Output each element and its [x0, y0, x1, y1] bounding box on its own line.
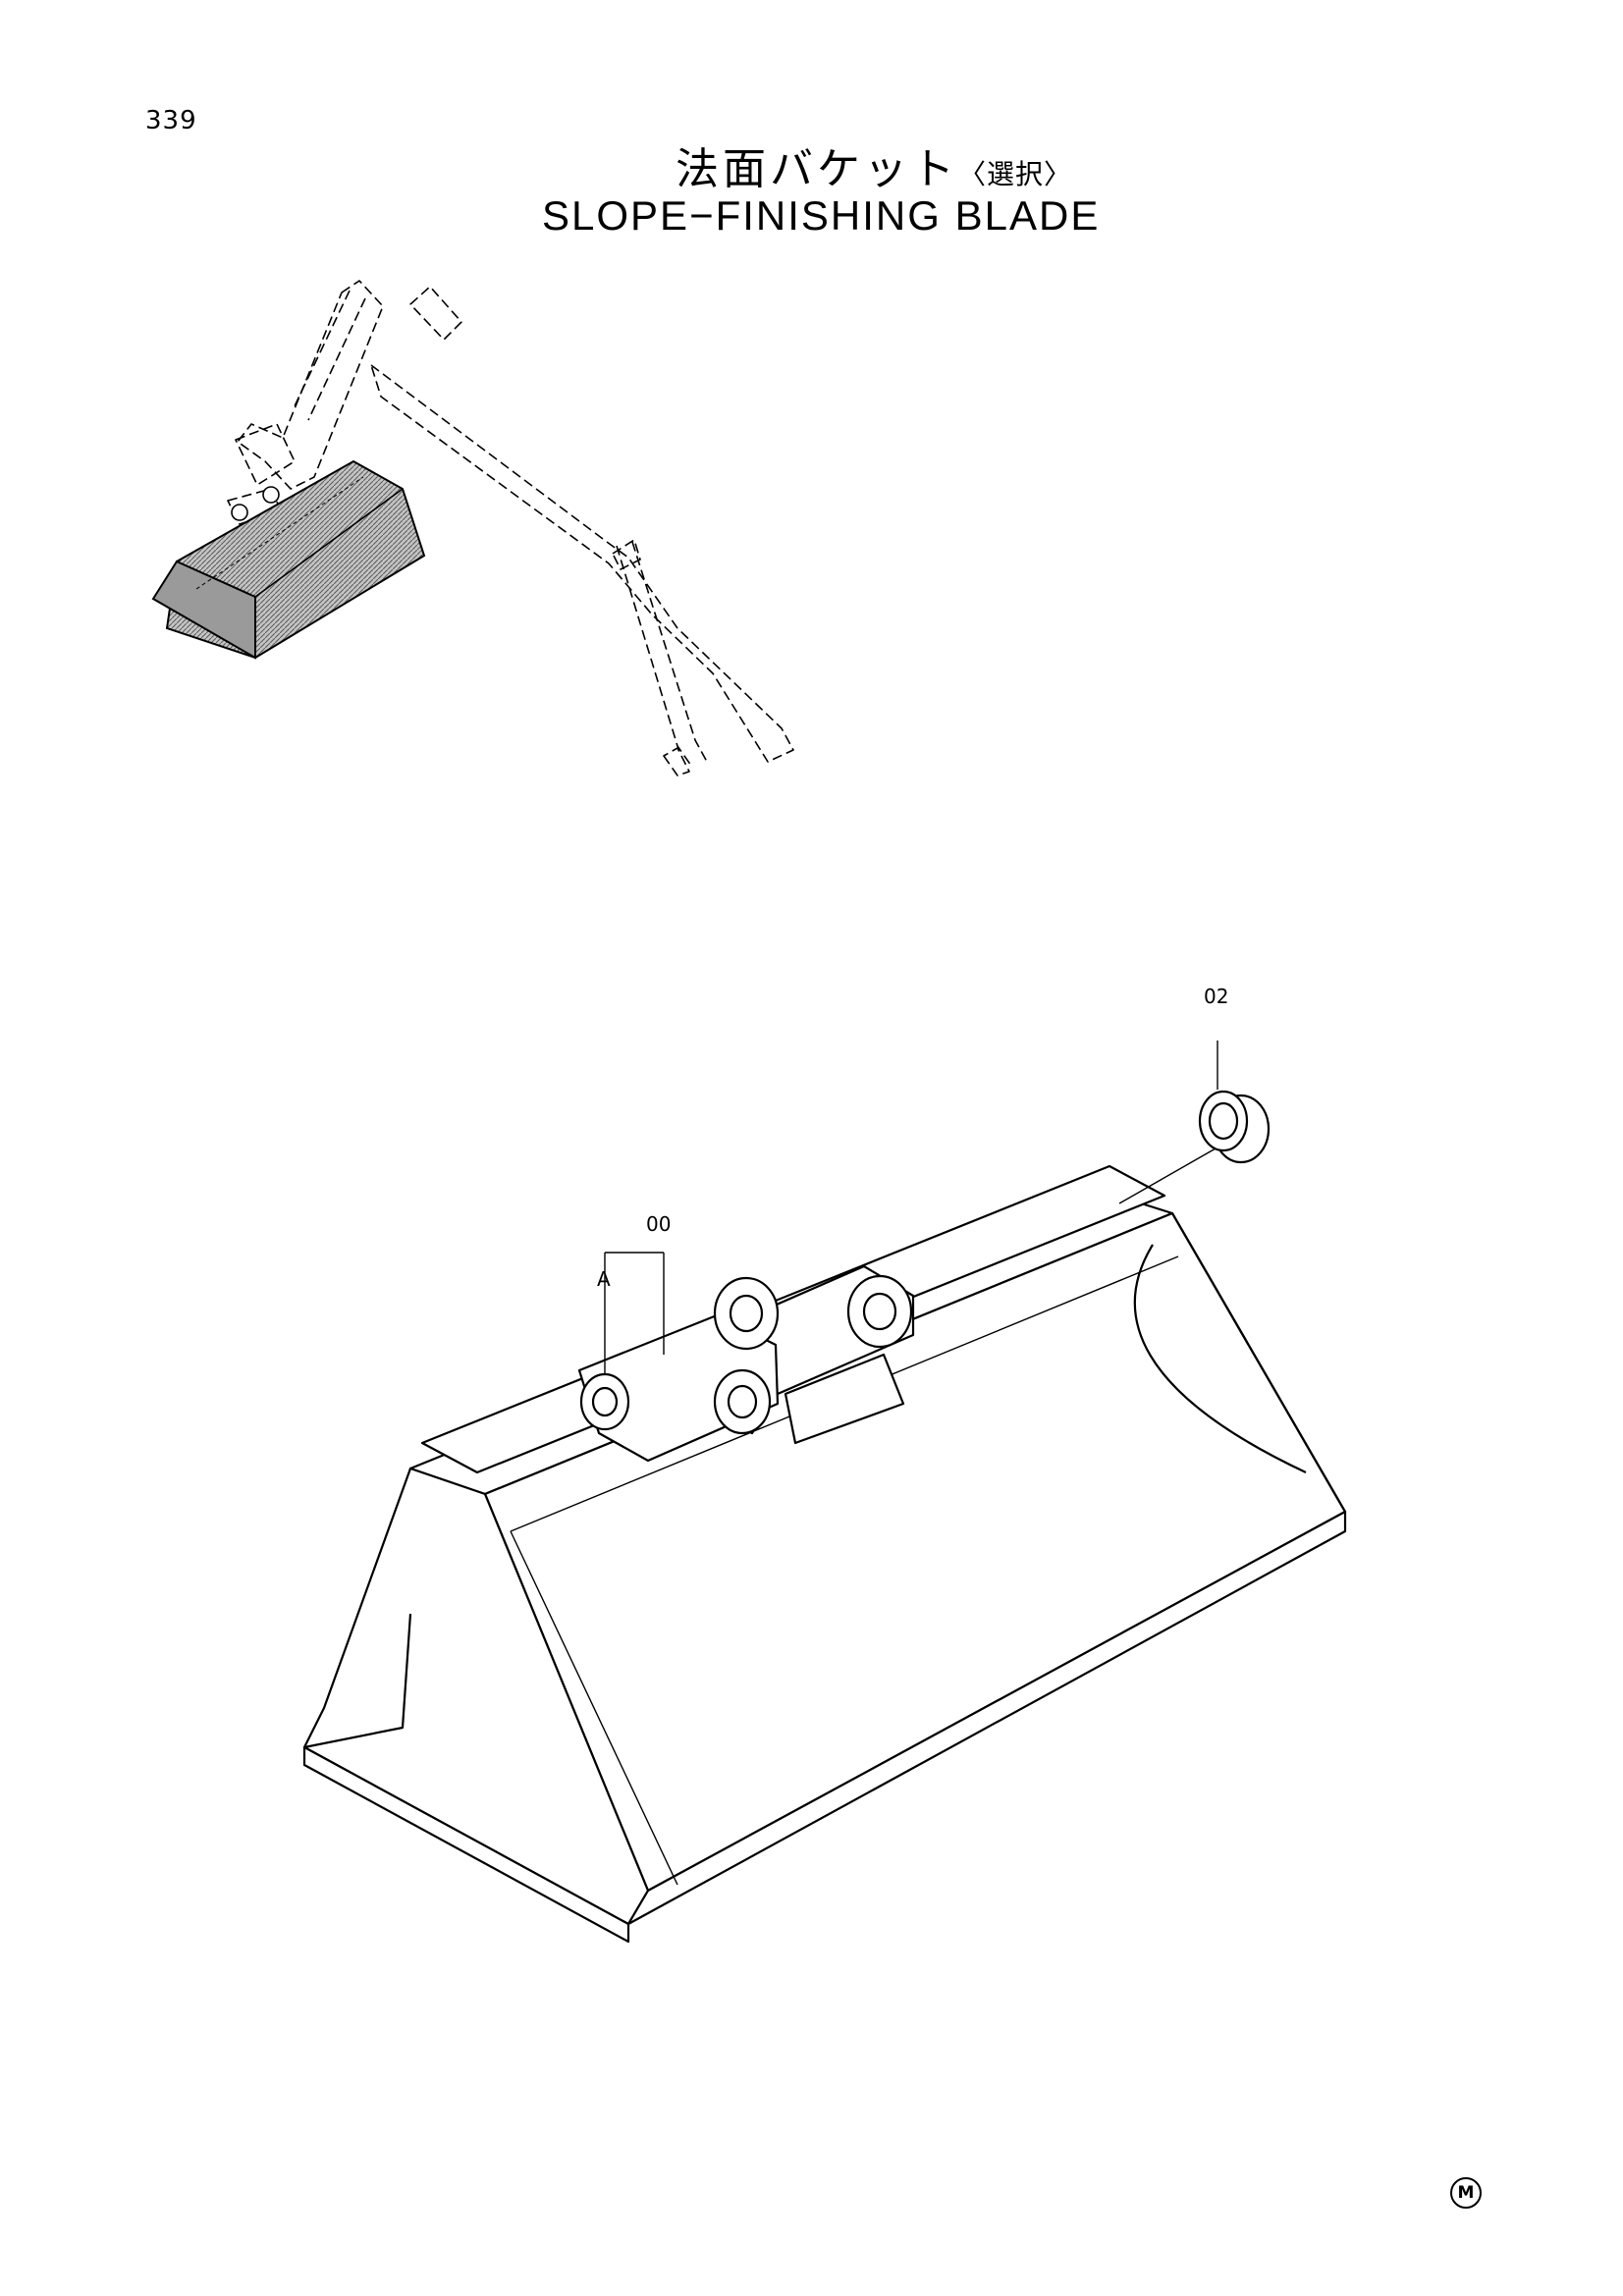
page-number: 339: [145, 106, 197, 135]
bucket-right-edge: [1171, 1212, 1346, 1513]
boom-cylinder-line-1: [616, 545, 692, 767]
left-side-curve: [303, 1613, 412, 1749]
title-japanese-suffix: 〈選択〉: [958, 158, 1073, 190]
arm-outline: [237, 280, 384, 490]
boom-cylinder-line-2: [631, 541, 708, 763]
boss-ring-front-right-hole: [727, 1384, 758, 1419]
boss-ring-rear-left-hole: [729, 1294, 764, 1333]
inner-left-line: [510, 1530, 678, 1886]
slope-finishing-bucket-drawing: [302, 1164, 1347, 1944]
callout-a: A: [597, 1267, 611, 1291]
callout-02: 02: [1204, 985, 1228, 1008]
seal-ring-part: [1198, 1090, 1271, 1164]
boom-cylinder-end: [663, 747, 690, 776]
boss-ring-rear-right-hole: [862, 1292, 897, 1331]
boom-cylinder-rod-eye: [612, 539, 641, 570]
bucket-lip-left: [302, 1745, 630, 1944]
boss-rings: [579, 1274, 913, 1435]
title-japanese-main: 法面バケット: [676, 144, 958, 194]
arm-cylinder-line-2: [307, 297, 366, 421]
page-title-japanese: 法面バケット〈選択〉: [676, 133, 1072, 196]
callout-00: 00: [646, 1212, 671, 1236]
link-bracket: [235, 423, 296, 486]
arm-cylinder-line-1: [292, 290, 351, 411]
boom-head-bracket: [409, 286, 462, 341]
bracket-web: [784, 1353, 905, 1445]
seal-ring-hole: [1208, 1101, 1239, 1141]
boom-outline: [370, 364, 794, 763]
overview-bucket: [151, 459, 426, 660]
leader-02-extension: [1118, 1148, 1217, 1204]
page-title-english: SLOPE−FINISHING BLADE: [542, 192, 1101, 239]
leader-lines: [604, 1041, 1218, 1374]
boss-ring-front-left-hole: [591, 1386, 619, 1417]
excavator-overview-illustration: [227, 280, 794, 776]
circled-m-icon: M: [1450, 2177, 1482, 2209]
